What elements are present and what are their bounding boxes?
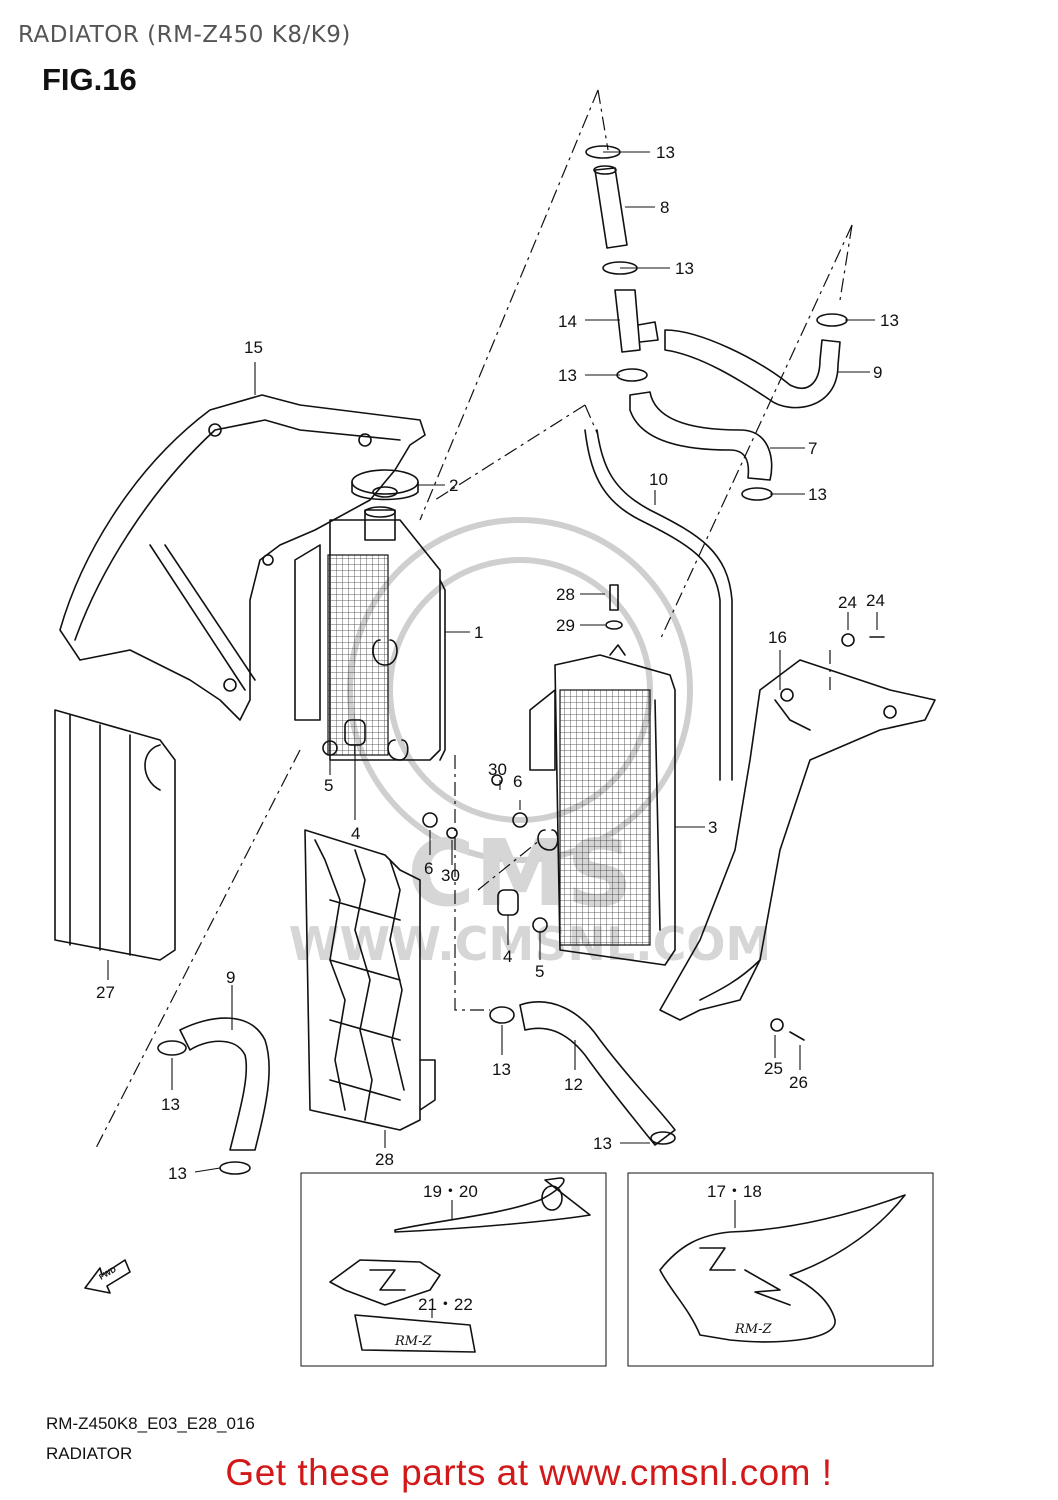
part-14-t-joint [614,289,659,353]
diagram-code: RM-Z450K8_E03_E28_016 [46,1414,255,1433]
callout: 9 [226,968,235,987]
decal-box-left: RM-Z 19・20 21・22 [300,1172,607,1367]
callout: 1 [474,623,483,642]
callout: 16 [768,628,787,647]
callout-17-18: 17・18 [707,1182,762,1201]
decal-rmz-text-right: RM-Z [734,1322,772,1337]
callout: 3 [708,818,717,837]
callout: 4 [351,824,360,843]
callout: 2 [449,476,458,495]
watermark-url: WWW.CMSNL.COM [289,917,772,971]
assembly-guide-lines [94,89,853,1151]
hose-clamps [157,145,848,1175]
callout-leaders [107,151,878,1173]
part-8-hose [179,1017,270,1151]
callout: 27 [96,983,115,1002]
callout: 13 [880,311,899,330]
section-name: RADIATOR [46,1444,133,1463]
part-11-hose [593,165,628,249]
part-3-right-radiator [529,644,676,966]
callout: 5 [324,776,333,795]
callout: 13 [161,1095,180,1114]
callout: 25 [764,1059,783,1078]
callout: 5 [535,962,544,981]
part-26-inner-cover [54,709,176,961]
part-15-left-shroud [59,394,426,721]
callout: 26 [789,1073,808,1092]
callout: 10 [649,470,668,489]
decal-box-right: RM-Z 17・18 [627,1172,934,1367]
callout: 13 [593,1134,612,1153]
part-1-left-radiator [294,506,446,761]
decal-rmz-text: RM-Z [394,1334,432,1349]
callout: 15 [244,338,263,357]
part-7-hose [629,391,773,481]
callout: 24 [866,591,885,610]
part-10-hose [664,329,841,409]
callout: 12 [564,1075,583,1094]
fwd-arrow-icon: FWD [84,1259,131,1294]
callout: 7 [808,439,817,458]
callout: 8 [660,198,669,217]
callout: 13 [168,1164,187,1183]
callout: 28 [556,585,575,604]
callout: 13 [675,259,694,278]
callout: 14 [558,312,577,331]
page-title: RADIATOR (RM-Z450 K8/K9) [18,22,351,48]
callout-19-20: 19・20 [423,1182,478,1201]
callout: 28 [375,1150,394,1169]
part-12-hose [519,1001,676,1146]
callout: 30 [488,760,507,779]
callout: 6 [513,772,522,791]
callout: 29 [556,616,575,635]
callout: 13 [492,1060,511,1079]
callout: 13 [656,143,675,162]
part-2-radiator-cap [351,469,419,501]
part-27-radiator-guard [304,829,436,1131]
part-9-breather-tube [584,429,733,781]
callout: 9 [873,363,882,382]
callout-21-22: 21・22 [418,1295,473,1314]
callout: 13 [808,485,827,504]
callout: 30 [441,866,460,885]
callout: 13 [558,366,577,385]
callout: 6 [424,859,433,878]
promo-link[interactable]: Get these parts at www.cmsnl.com ! [225,1452,833,1493]
figure-number: FIG.16 [42,62,137,97]
callout: 4 [503,947,512,966]
callout-numbers: 13 8 13 14 13 13 9 7 13 10 2 1 3 15 16 2… [96,143,899,1183]
callout: 24 [838,593,857,612]
part-16-right-shroud [659,659,936,1021]
small-hardware [322,584,885,1041]
